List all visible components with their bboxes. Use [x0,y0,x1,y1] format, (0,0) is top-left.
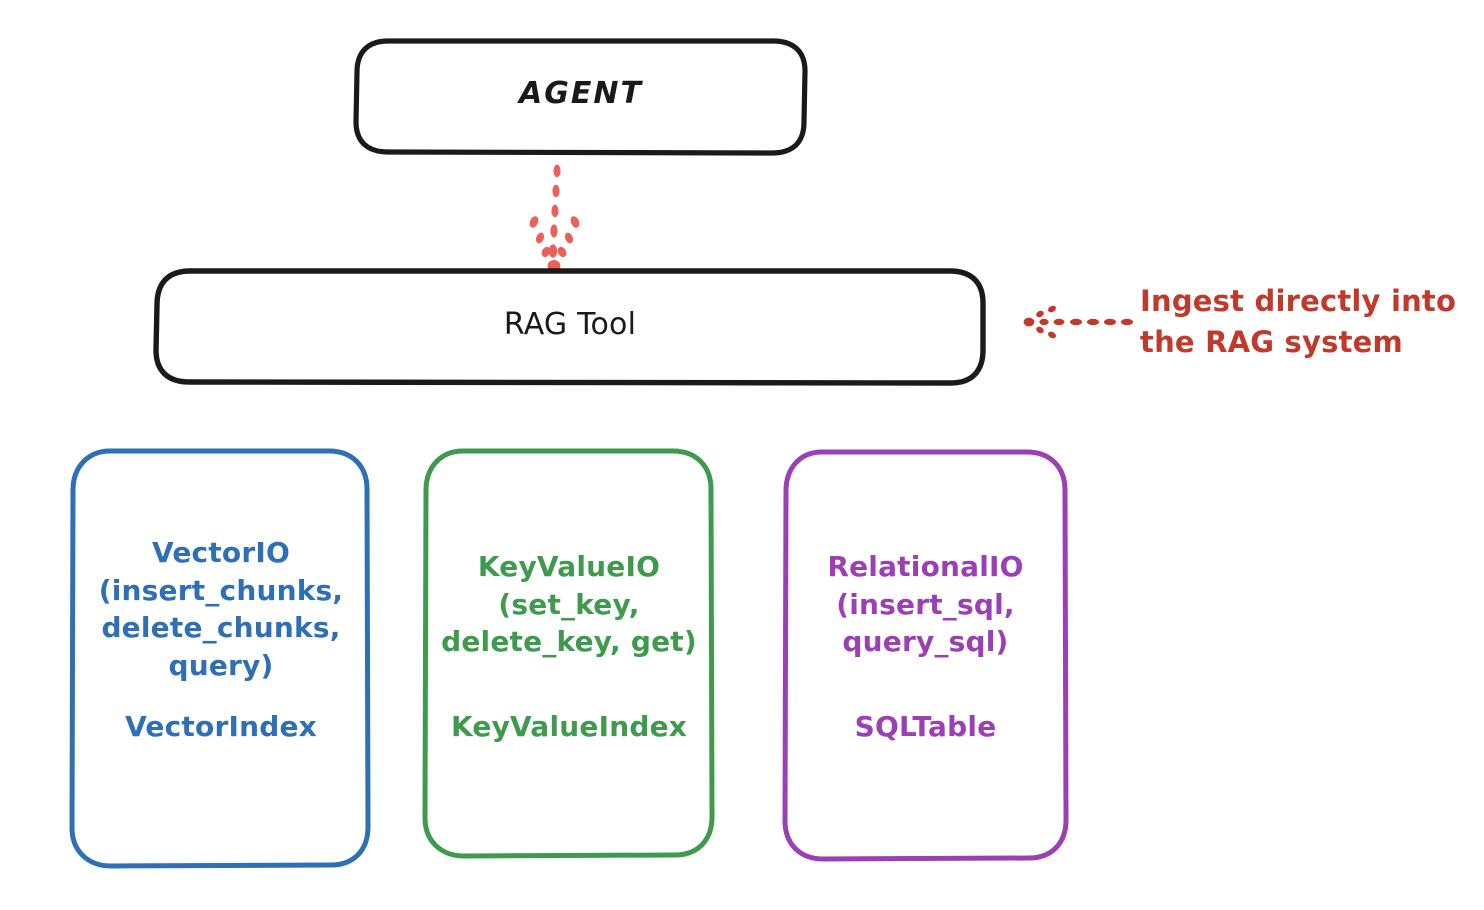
rag-tool-label: RAG Tool [503,307,637,342]
key-value-io-subtitle: KeyValueIndex [450,710,688,743]
key-value-io-title: KeyValueIO (set_key, delete_key, get) [441,550,697,659]
edge-agent-to-rag-tool [529,164,580,272]
relational-io-subtitle: SQLTable [854,710,997,743]
ingest-note-text: Ingest directly into the RAG system [1140,284,1457,360]
node-relational-io[interactable] [782,449,1069,862]
vector-io-title: VectorIO (insert_chunks, delete_chunks, … [98,536,344,682]
vector-io-subtitle: VectorIndex [125,710,317,743]
agent-box-outline [353,38,808,156]
node-key-value-io[interactable] [422,448,715,859]
relational-io-box-outline [782,449,1069,862]
node-rag-tool[interactable] [153,268,986,386]
node-vector-io[interactable] [69,448,371,869]
key-value-io-box-outline [422,448,715,859]
node-agent[interactable] [353,38,808,156]
vector-io-box-outline [69,448,371,869]
agent-label: AGENT [519,76,643,111]
rag-tool-box-outline [153,268,986,386]
relational-io-title: RelationalIO (insert_sql, query_sql) [827,550,1024,659]
edge-ingest-note-arrow [1023,305,1133,339]
